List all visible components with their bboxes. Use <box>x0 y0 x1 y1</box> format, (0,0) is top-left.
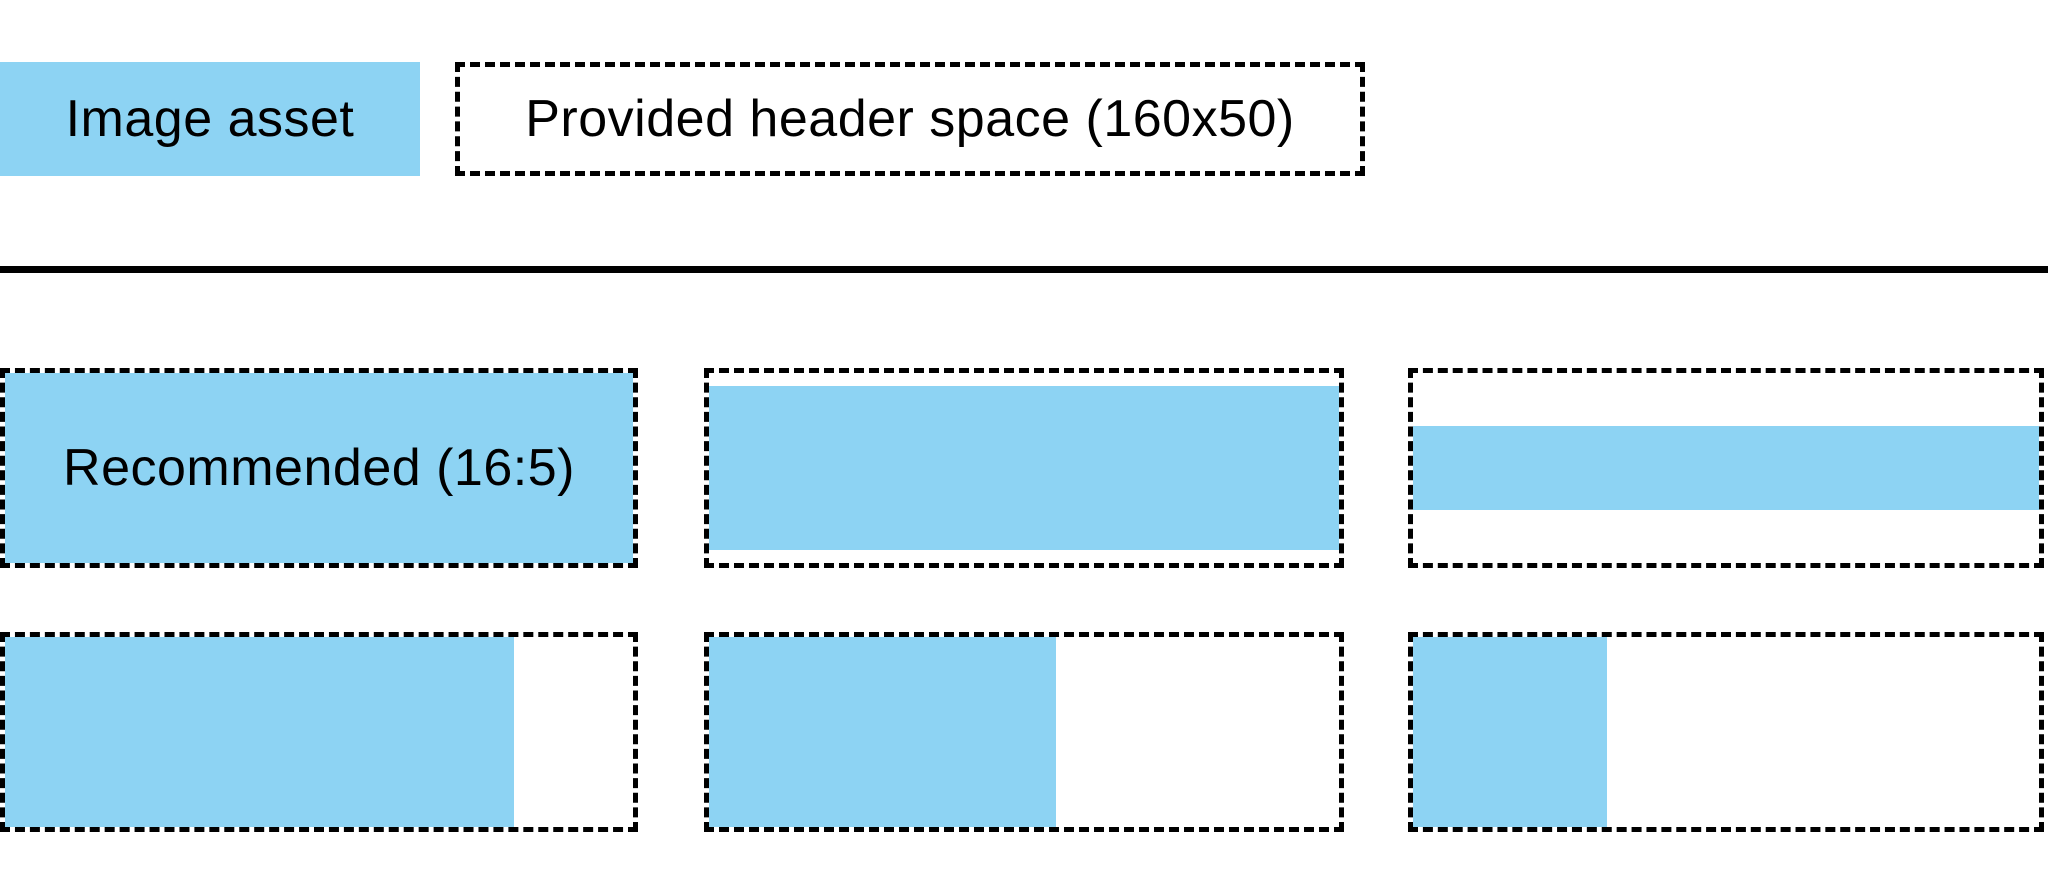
image-asset-fill-pillarbox-medium <box>709 637 1056 827</box>
recommended-label: Recommended (16:5) <box>63 439 575 497</box>
example-box-pillarbox-medium <box>704 632 1344 832</box>
image-asset-fill-recommended: Recommended (16:5) <box>5 373 633 563</box>
provided-header-space-box: Provided header space (160x50) <box>455 62 1365 176</box>
example-box-pillarbox-small <box>1408 632 2044 832</box>
image-asset-fill-extra-wide <box>1413 426 2039 510</box>
image-asset-legend-swatch: Image asset <box>0 62 420 176</box>
example-box-recommended: Recommended (16:5) <box>0 368 638 568</box>
provided-header-space-label: Provided header space (160x50) <box>525 90 1295 148</box>
image-asset-fill-pillarbox-small <box>1413 637 1608 827</box>
example-box-extra-wide-letterbox <box>1408 368 2044 568</box>
image-asset-fill-wide <box>709 386 1339 550</box>
image-asset-label: Image asset <box>65 90 355 148</box>
example-box-pillarbox-large <box>0 632 638 832</box>
divider-line <box>0 266 2048 273</box>
image-asset-fill-pillarbox-large <box>5 637 514 827</box>
example-box-wide-letterbox <box>704 368 1344 568</box>
